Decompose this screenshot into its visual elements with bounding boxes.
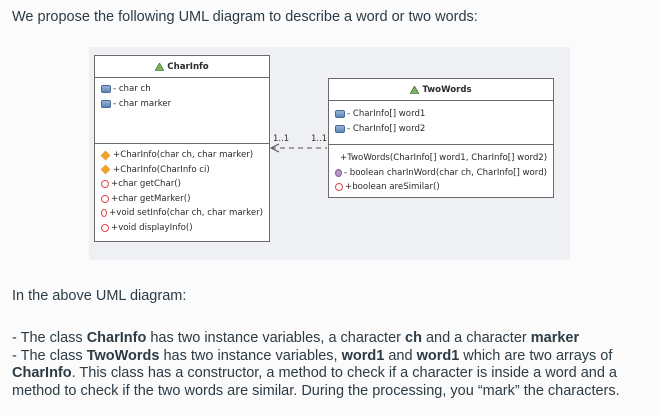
operation-row: +boolean areSimilar() <box>335 180 547 195</box>
class-charinfo-name: CharInfo <box>167 61 209 72</box>
method-icon <box>101 209 108 218</box>
public-method-icon <box>333 155 339 161</box>
class-charinfo: CharInfo - char ch - char marker +CharIn… <box>94 55 270 242</box>
class-icon <box>410 85 420 94</box>
class-charinfo-attributes: - char ch - char marker <box>95 78 269 144</box>
section-label: In the above UML diagram: <box>12 288 187 304</box>
field-icon <box>335 124 345 133</box>
bullet-twowords-continued-2: method to check if the two words are sim… <box>12 383 620 399</box>
public-method-icon <box>100 150 111 161</box>
class-charinfo-header: CharInfo <box>95 56 269 78</box>
class-twowords: TwoWords - CharInfo[] word1 - CharInfo[]… <box>328 78 554 198</box>
operation-row: - boolean charInWord(char ch, CharInfo[]… <box>335 166 547 181</box>
intro-text: We propose the following UML diagram to … <box>12 9 478 25</box>
association-line <box>269 143 327 153</box>
operation-row: +CharInfo(CharInfo ci) <box>100 163 263 178</box>
bullet-twowords: - The class TwoWords has two instance va… <box>12 348 613 364</box>
field-icon <box>335 110 345 119</box>
public-method-icon <box>100 164 111 175</box>
left-multiplicity: 1..1 <box>273 134 290 144</box>
attribute-row: - char marker <box>101 97 263 112</box>
method-icon <box>335 183 343 192</box>
field-icon <box>101 85 111 94</box>
class-icon <box>155 62 165 71</box>
class-twowords-operations: +TwoWords(CharInfo[] word1, CharInfo[] w… <box>329 145 553 199</box>
class-twowords-name: TwoWords <box>422 84 472 95</box>
private-method-icon <box>335 168 342 177</box>
method-icon <box>101 180 109 189</box>
class-twowords-header: TwoWords <box>329 79 553 101</box>
operation-row: +char getChar() <box>101 177 263 192</box>
method-icon <box>101 194 109 203</box>
operation-row: +void displayInfo() <box>101 221 263 236</box>
operation-row: +CharInfo(char ch, char marker) <box>100 148 263 163</box>
uml-diagram: 1..1 1..1 CharInfo - char ch - char mark… <box>89 47 570 260</box>
method-icon <box>101 223 109 232</box>
field-icon <box>101 99 111 108</box>
right-multiplicity: 1..1 <box>311 134 328 144</box>
operation-row: +char getMarker() <box>101 192 263 207</box>
class-twowords-attributes: - CharInfo[] word1 - CharInfo[] word2 <box>329 101 553 145</box>
attribute-row: - CharInfo[] word1 <box>335 107 547 122</box>
operation-row: +TwoWords(CharInfo[] word1, CharInfo[] w… <box>333 151 547 166</box>
attribute-row: - char ch <box>101 82 263 97</box>
class-charinfo-operations: +CharInfo(char ch, char marker) +CharInf… <box>95 144 269 239</box>
operation-row: +void setInfo(char ch, char marker) <box>101 206 263 221</box>
attribute-row: - CharInfo[] word2 <box>335 122 547 137</box>
bullet-charinfo: - The class CharInfo has two instance va… <box>12 330 580 346</box>
bullet-twowords-continued: CharInfo. This class has a constructor, … <box>12 365 617 381</box>
